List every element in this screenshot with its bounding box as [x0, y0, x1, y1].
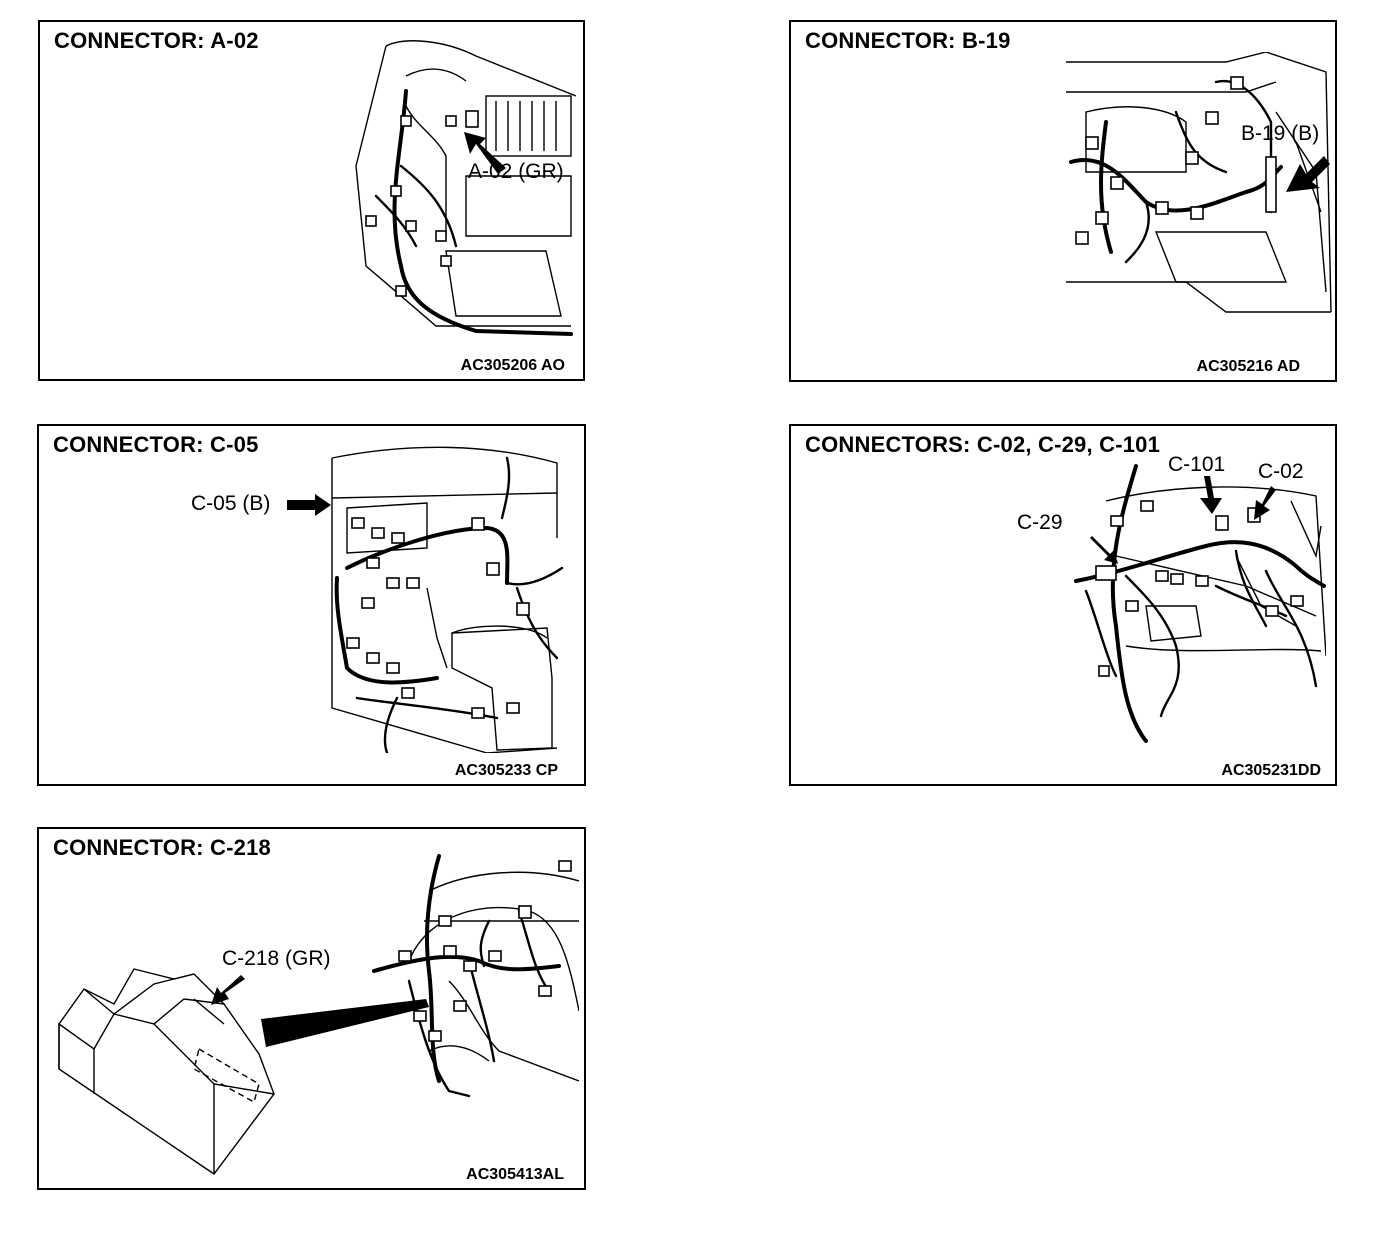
callout-a02: A-02 (GR): [468, 160, 564, 183]
panel-c02-c29-c101: CONNECTORS: C-02, C-29, C-101: [789, 424, 1337, 786]
callout-b19: B-19 (B): [1241, 122, 1320, 145]
panel-title: CONNECTOR: B-19: [805, 28, 1011, 53]
panel-c218: CONNECTOR: C-218: [37, 827, 586, 1190]
control-unit-drawing: [54, 954, 284, 1179]
callout-c02: C-02: [1258, 460, 1304, 483]
panel-a02: CONNECTOR: A-02: [38, 20, 585, 381]
callout-c218: C-218 (GR): [222, 947, 331, 970]
panel-title: CONNECTOR: C-05: [53, 432, 259, 457]
panel-c05: CONNECTOR: C-05: [37, 424, 586, 786]
panel-title: CONNECTOR: C-218: [53, 835, 271, 860]
figure-code: AC305206 AO: [460, 357, 565, 374]
callout-c05: C-05 (B): [191, 492, 271, 515]
dashboard-drawing: [1066, 456, 1326, 756]
figure-code: AC305216 AD: [1196, 358, 1300, 375]
panel-title: CONNECTOR: A-02: [54, 28, 259, 53]
figure-code: AC305413AL: [466, 1166, 564, 1183]
arrow-icon: [211, 975, 245, 1005]
callout-c29: C-29: [1017, 511, 1063, 534]
leader-wedge: [261, 999, 431, 1049]
figure-code: AC305233 CP: [454, 762, 558, 779]
figure-code: AC305231DD: [1221, 762, 1321, 779]
panel-b19: CONNECTOR: B-19: [789, 20, 1337, 382]
engine-bay-drawing: [1066, 52, 1336, 322]
panel-title: CONNECTORS: C-02, C-29, C-101: [805, 432, 1161, 457]
callout-c101: C-101: [1168, 453, 1226, 476]
engine-bay-drawing: [346, 36, 576, 336]
dashboard-drawing: [327, 438, 582, 753]
arrow-icon: [287, 494, 333, 516]
dashboard-drawing: [369, 851, 579, 1101]
